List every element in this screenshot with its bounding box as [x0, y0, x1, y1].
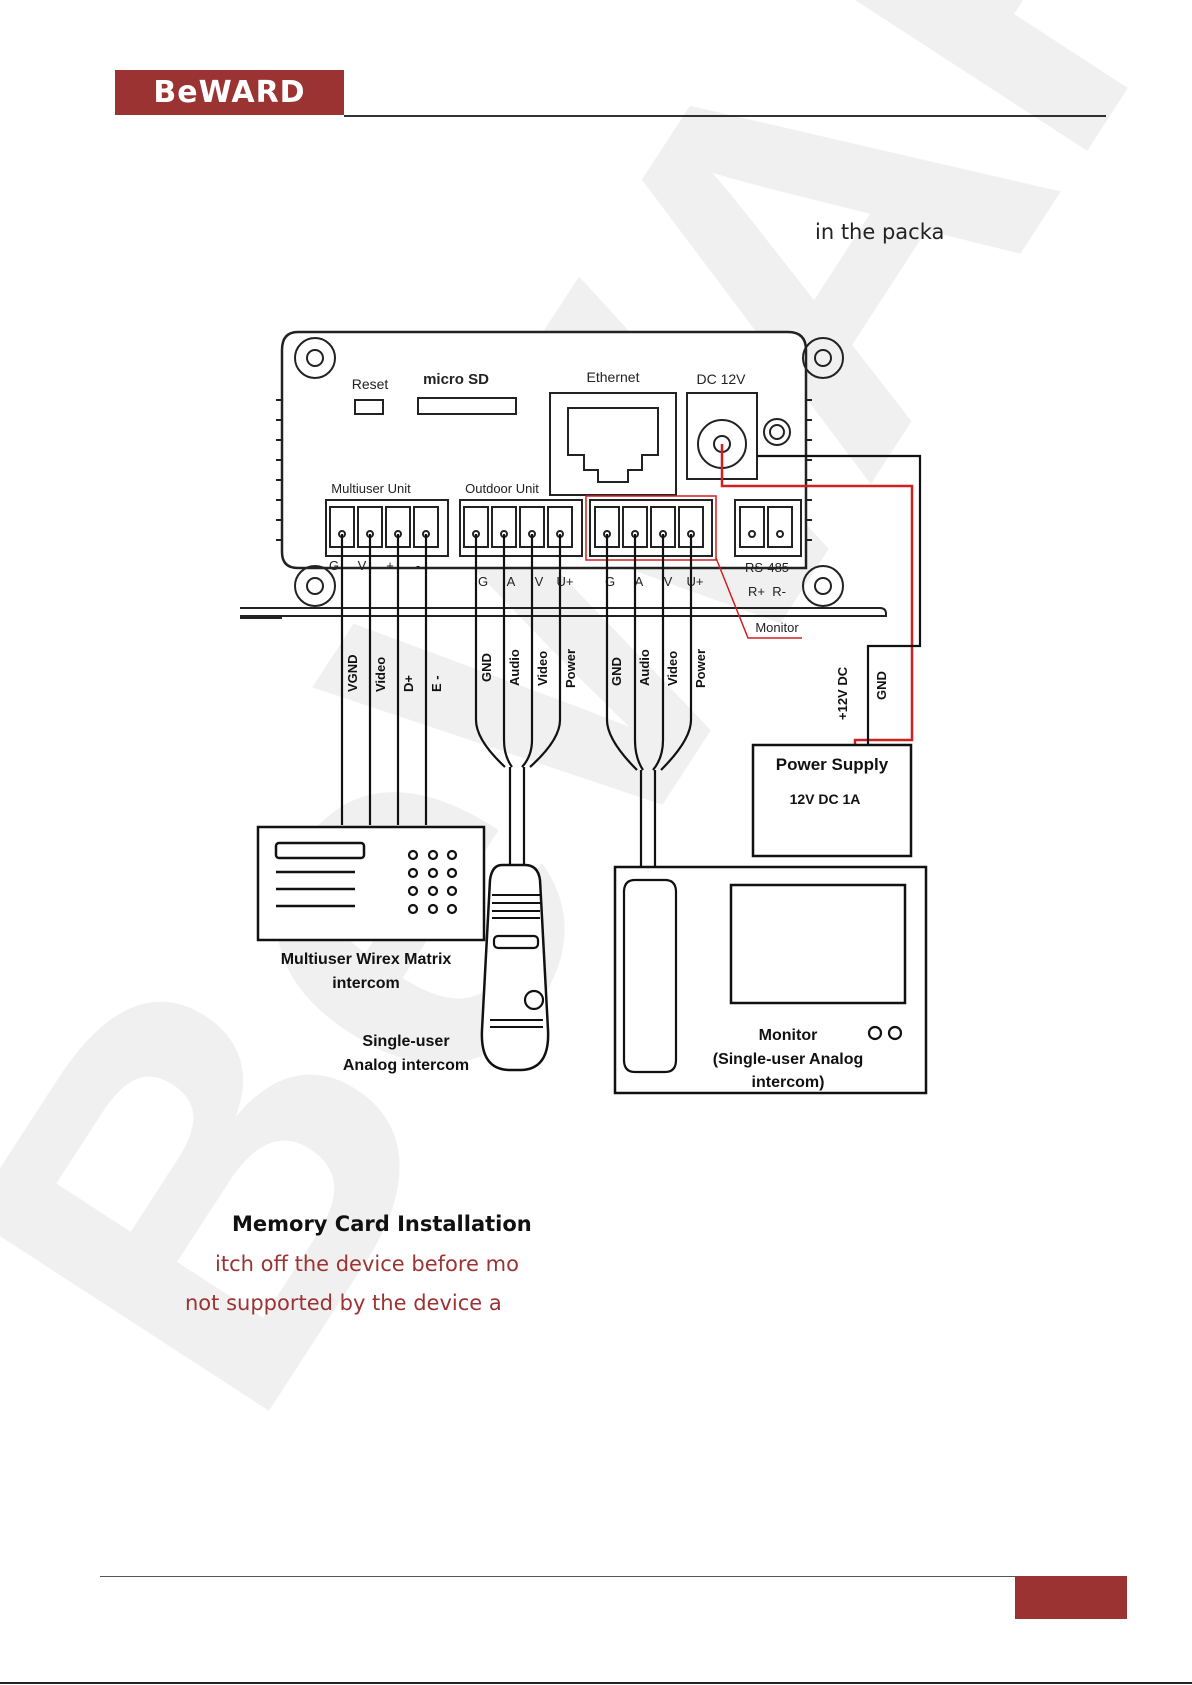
- monitor-label-line2: (Single-user Analog: [713, 1051, 864, 1068]
- multiuser-label-line1: Multiuser Wirex Matrix: [281, 951, 452, 968]
- outdoor-unit-label: Outdoor Unit: [465, 481, 539, 496]
- bottom-rule: [0, 1682, 1192, 1684]
- header-rule: [344, 115, 1106, 117]
- pin-label: V: [664, 574, 673, 589]
- power-wire-gnd: [757, 454, 922, 745]
- terminal-monitor: [589, 499, 713, 557]
- pin-label: A: [635, 574, 644, 589]
- single-user-label-line1: Single-user: [362, 1033, 449, 1050]
- wire-label: GND: [479, 653, 494, 682]
- monitor-label-line3: intercom): [752, 1074, 825, 1091]
- ethernet-label: Ethernet: [587, 369, 640, 385]
- wire-label: Power: [693, 649, 708, 688]
- brand-logo: BeWARD: [115, 70, 344, 115]
- multiuser-label-line2: intercom: [332, 975, 400, 992]
- warning-text: itch off the device before mo: [215, 1252, 519, 1276]
- wire-label: Power: [563, 649, 578, 688]
- monitor-callout-label: Monitor: [755, 620, 799, 635]
- single-user-label-line2: Analog intercom: [343, 1057, 469, 1074]
- wire-label: +12V DC: [835, 666, 850, 720]
- wire-label: GND: [874, 671, 889, 700]
- power-supply-box: [751, 743, 913, 858]
- pin-label: -: [416, 558, 420, 573]
- pin-label: G: [329, 558, 339, 573]
- warning-text: not supported by the device a: [185, 1291, 502, 1315]
- microsd-label: micro SD: [423, 371, 489, 388]
- pin-label: V: [535, 574, 544, 589]
- rs485-label: RS-485: [745, 560, 789, 575]
- rs485-pins-label: R+ R-: [748, 584, 786, 599]
- wire-label: E -: [429, 675, 444, 692]
- monitor-label-line1: Monitor: [759, 1027, 818, 1044]
- ethernet-port: [549, 392, 677, 496]
- pin-label: U+: [687, 574, 704, 589]
- pin-label: G: [605, 574, 615, 589]
- terminal-rs485: [734, 499, 802, 557]
- footer-rule: [100, 1576, 1127, 1577]
- page-number-badge: [1015, 1576, 1127, 1619]
- wire-label: GND: [609, 657, 624, 686]
- page-number: [1015, 1576, 1127, 1619]
- screw-holes: [294, 337, 844, 607]
- pin-label: G: [478, 574, 488, 589]
- reset-label: Reset: [352, 376, 389, 392]
- wire-label: Audio: [507, 649, 522, 686]
- dc12v-label: DC 12V: [696, 371, 746, 387]
- terminal-outdoor: [459, 499, 583, 557]
- monitor-highlight: [585, 495, 717, 561]
- reset-button: [354, 399, 384, 415]
- wire-label: Audio: [637, 649, 652, 686]
- wire-label: Video: [373, 657, 388, 692]
- text-fragment: in the packa: [815, 220, 945, 244]
- microsd-slot: [417, 397, 517, 415]
- wire-label: VGND: [345, 654, 360, 692]
- wire-label: Video: [665, 651, 680, 686]
- section-heading: Memory Card Installation: [232, 1212, 532, 1236]
- pin-label: V: [358, 558, 367, 573]
- monitor-screen: [729, 883, 907, 1005]
- single-user-unit: [480, 863, 550, 1072]
- power-wire-red: [720, 444, 914, 745]
- terminal-multiuser: [325, 499, 449, 557]
- pin-label: A: [507, 574, 516, 589]
- multiuser-unit-label: Multiuser Unit: [331, 481, 411, 496]
- ethernet-socket: [567, 407, 659, 483]
- brand-logo-text: BeWARD: [153, 75, 306, 110]
- pin-label: +: [386, 558, 394, 573]
- wire-label: D+: [401, 675, 416, 692]
- connection-diagram: Reset micro SD Ethernet DC 12V Multiuser…: [240, 330, 928, 1095]
- mount-bar: [240, 607, 887, 617]
- power-supply-spec: 12V DC 1A: [790, 791, 861, 807]
- power-supply-title: Power Supply: [776, 755, 889, 774]
- wire-label: Video: [535, 651, 550, 686]
